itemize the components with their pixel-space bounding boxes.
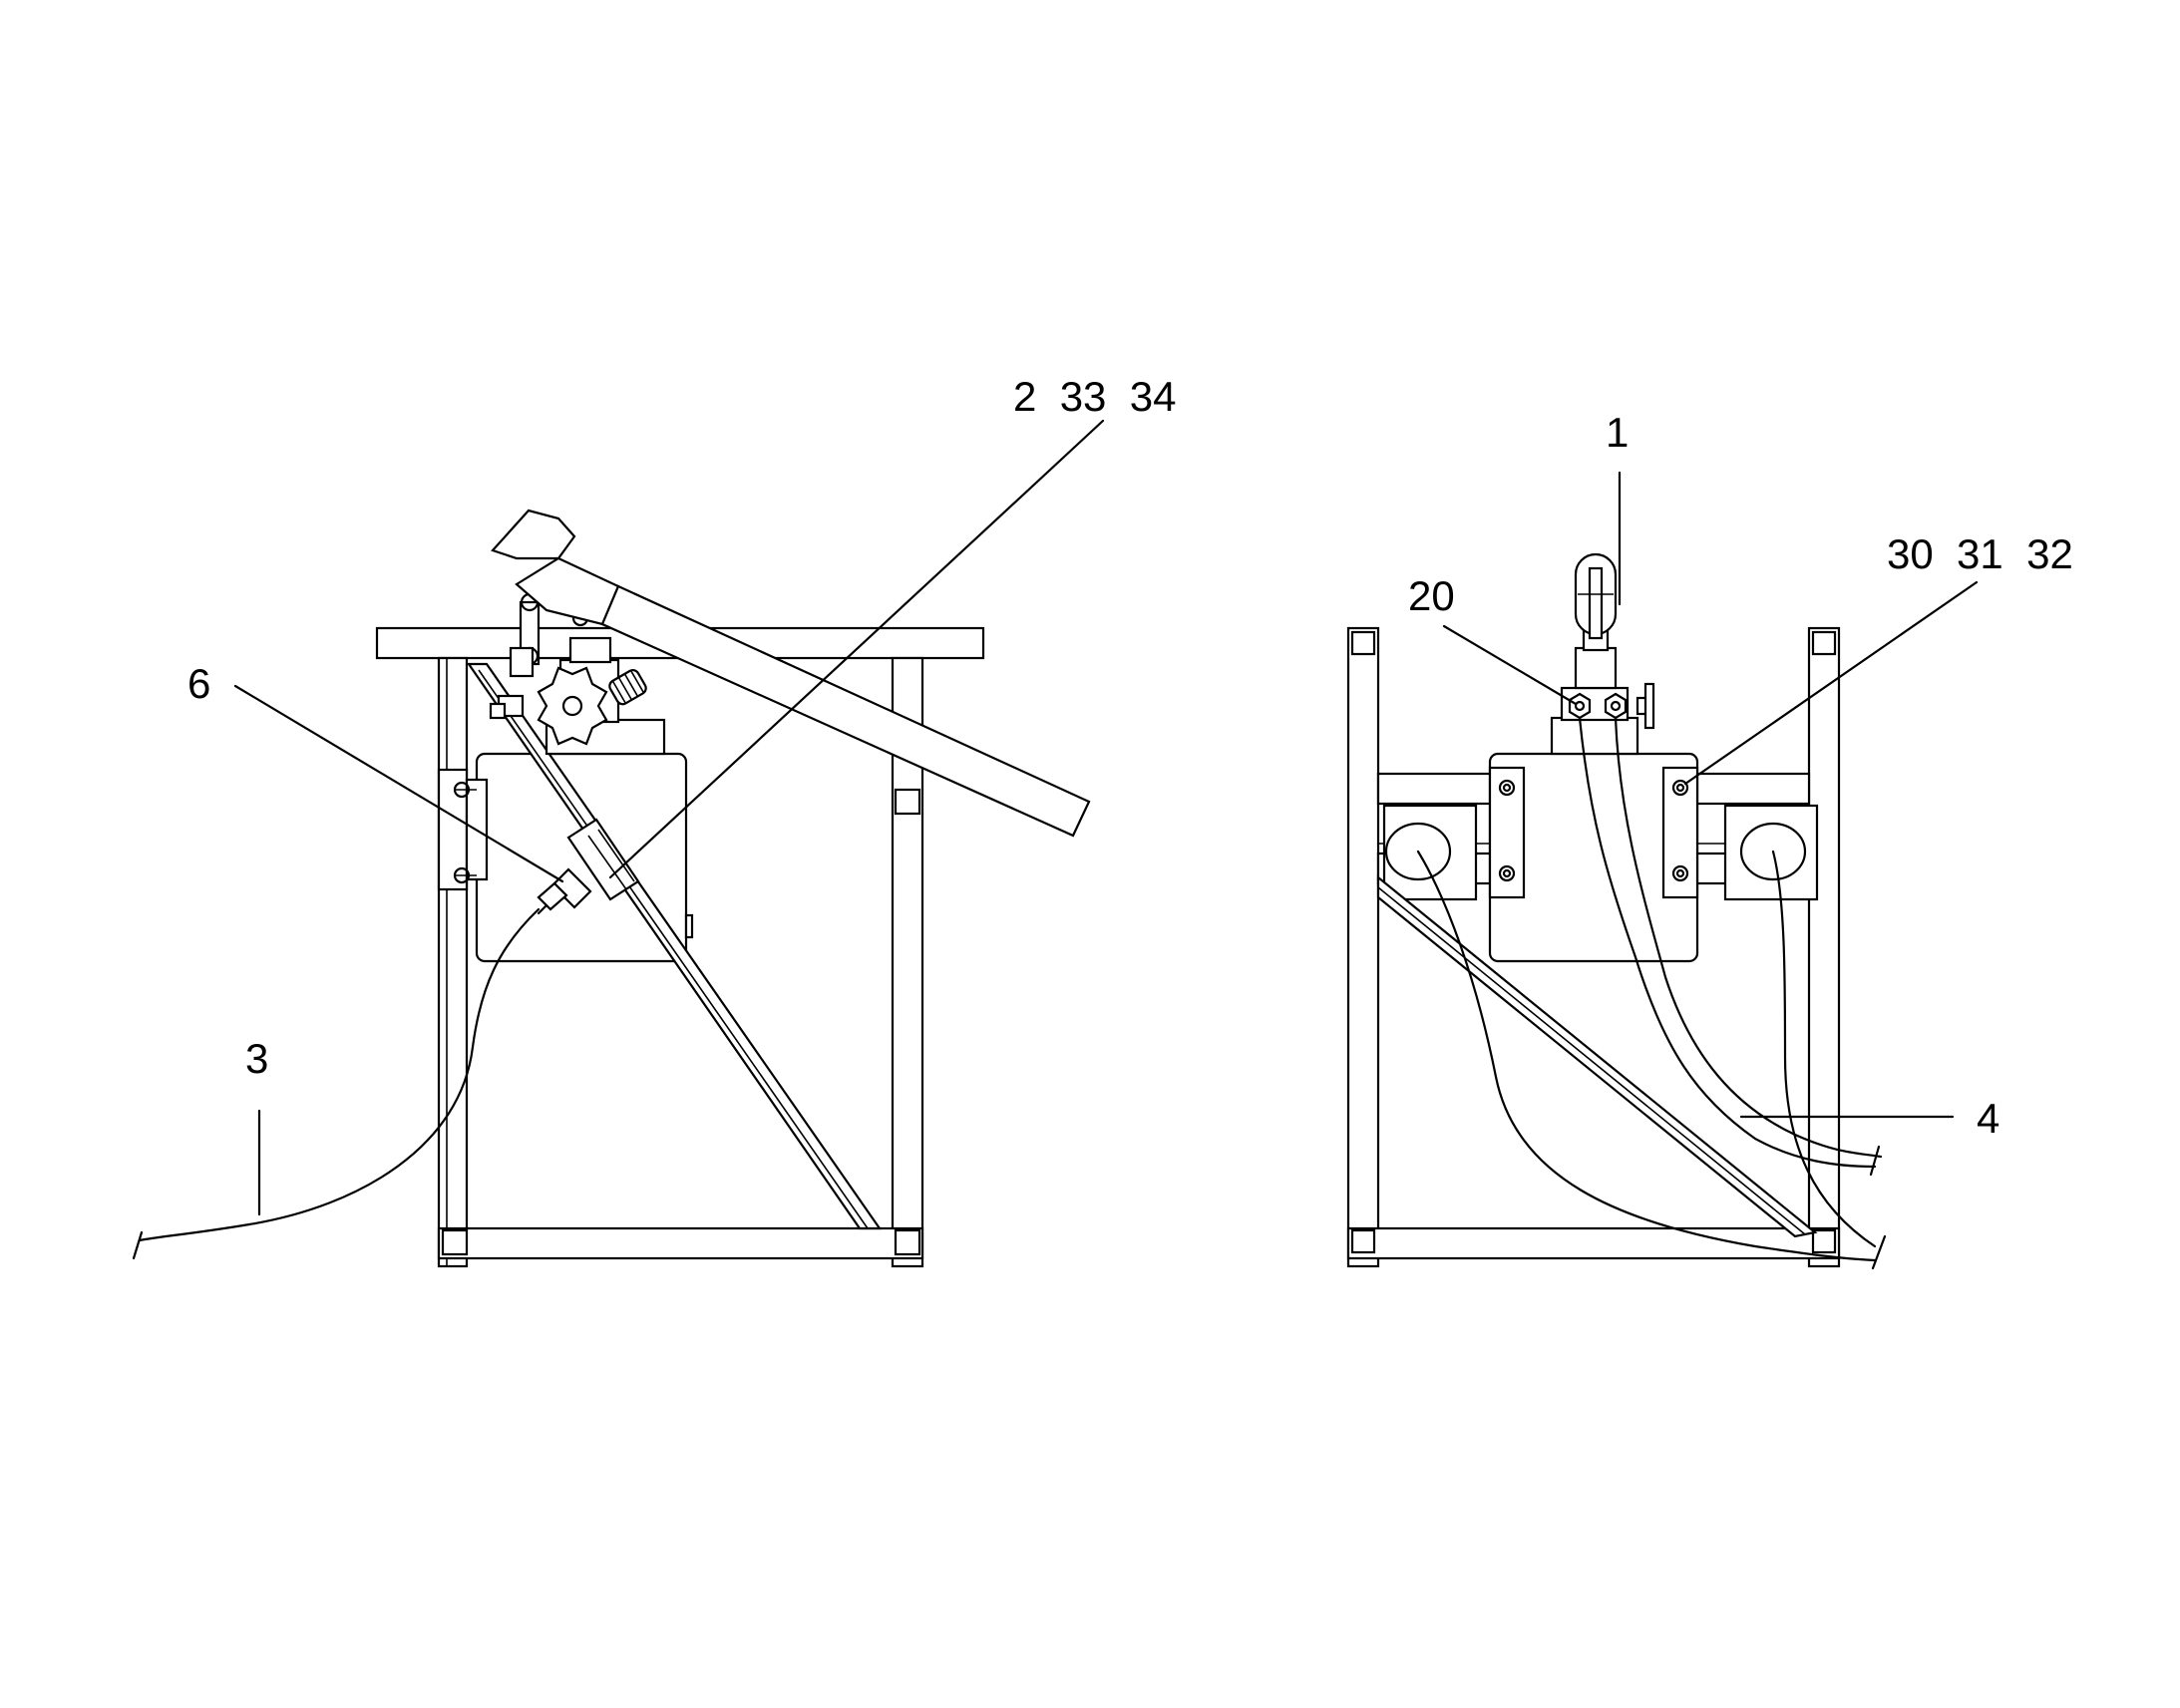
hand-pump	[489, 509, 1091, 838]
left-mounting-bracket	[437, 768, 489, 891]
right-mounting-straps	[1488, 766, 1699, 899]
right-diagonal-brace	[1376, 874, 1818, 1238]
left-view: 2 33 34 6 3	[132, 373, 1176, 1268]
leader-2-33-34	[608, 419, 1105, 879]
right-view: 1 20 30 31 32 4	[1346, 409, 2073, 1270]
leader-30-31-32	[1683, 580, 1979, 786]
leader-20	[1442, 624, 1578, 706]
label-30-31-32: 30 31 32	[1887, 530, 2073, 577]
tank-side-tab	[684, 913, 694, 939]
brace-clamp-plate	[566, 818, 640, 901]
left-diagonal-brace	[466, 662, 883, 1230]
right-hoses	[1416, 716, 1887, 1270]
label-4: 4	[1977, 1095, 1999, 1142]
label-2-33-34: 2 33 34	[1013, 373, 1176, 420]
left-frame-post-left	[437, 656, 469, 1268]
right-frame-post-right	[1807, 626, 1841, 1268]
left-frame-bottom-rail	[437, 1226, 924, 1260]
label-1: 1	[1606, 409, 1629, 456]
pressure-fitting	[537, 867, 592, 915]
right-pump-head	[1550, 552, 1655, 756]
right-frame-post-left	[1346, 626, 1380, 1268]
leader-6	[233, 684, 564, 883]
left-hose	[138, 907, 541, 1242]
right-frame-bottom-rail	[1346, 1226, 1841, 1260]
label-6: 6	[187, 660, 210, 707]
label-3: 3	[245, 1035, 268, 1082]
label-20: 20	[1408, 572, 1455, 619]
